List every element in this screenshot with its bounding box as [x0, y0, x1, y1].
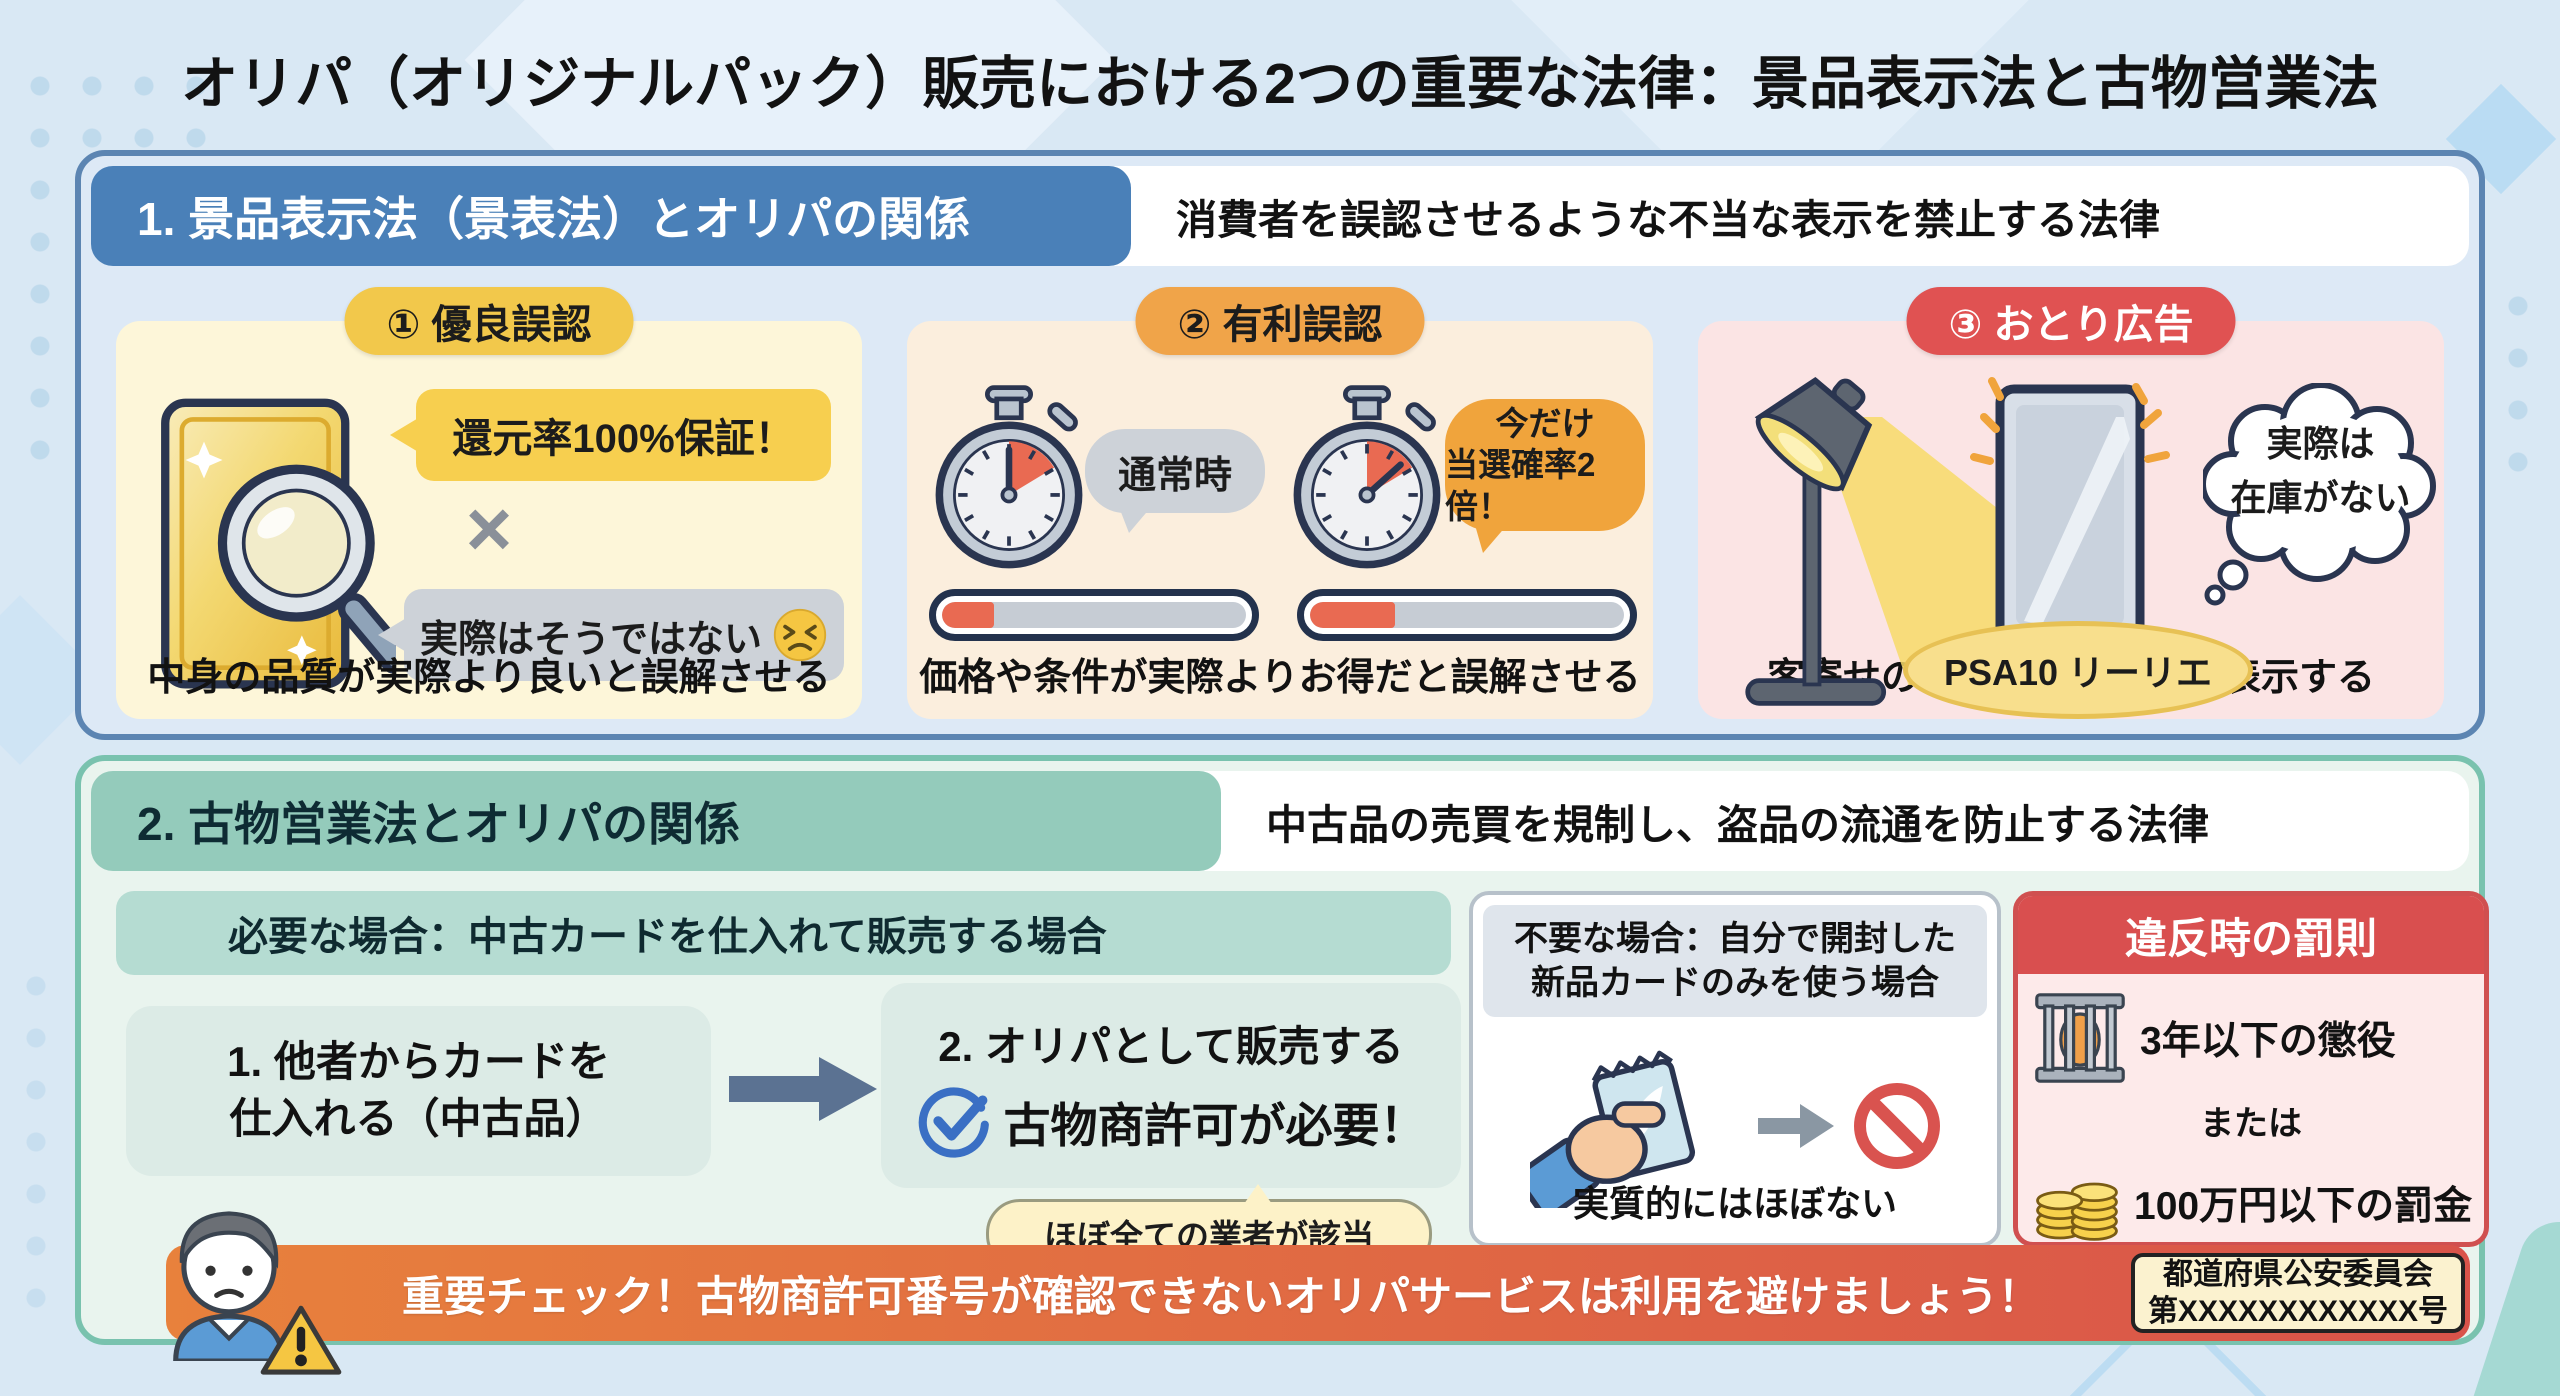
flow-arrow-icon	[729, 1057, 879, 1121]
thought-cloud: 実際は 在庫がない	[2203, 383, 2438, 608]
step2-requirement: 古物商許可が必要！	[1003, 1098, 1427, 1152]
prohibition-icon	[1854, 1082, 1940, 1169]
page-title: オリパ（オリジナルパック）販売における2つの重要な法律：景品表示法と古物営業法	[181, 52, 2379, 116]
warning-text: 重要チェック！古物商許可番号が確認できないオリパサービスは利用を避けましょう！	[402, 1272, 2041, 1320]
section2-header: 2. 古物営業法とオリパの関係 中古品の売買を規制し、盗品の流通を防止する法律	[91, 771, 2469, 871]
sad-face-icon	[773, 608, 827, 662]
x-mark: ×	[465, 484, 513, 573]
mini-arrow-icon	[1758, 1103, 1836, 1148]
panel1-caption: 中身の品質が実際より良いと誤解させる	[147, 657, 831, 699]
not-required-box: 不要な場合：自分で開封した 新品カードのみを使う場合	[1469, 891, 2001, 1247]
panel-bait-advertising: ③ おとり広告	[1698, 287, 2444, 719]
penalty-header: 違反時の罰則	[2018, 896, 2484, 974]
special-speech-bubble: 今だけ 当選確率2倍！	[1445, 399, 1645, 553]
verified-check-icon	[918, 1087, 989, 1158]
section1-subtitle: 消費者を誤認させるような不当な表示を禁止する法律	[1101, 166, 2469, 266]
special-line2: 当選確率2倍！	[1445, 446, 1596, 525]
progress-fill	[942, 602, 994, 628]
not-required-header: 不要な場合：自分で開封した 新品カードのみを使う場合	[1483, 905, 1987, 1018]
step1-line2: 仕入れる（中古品）	[229, 1095, 608, 1142]
section2-subtitle: 中古品の売買を規制し、盗品の流通を防止する法律	[1191, 771, 2469, 871]
step1-line1: 1. 他者からカードを	[227, 1038, 610, 1086]
warning-triangle-icon	[260, 1305, 342, 1375]
stopwatch-icon	[935, 385, 1083, 569]
step1-box: 1. 他者からカードを 仕入れる（中古品）	[126, 1006, 711, 1176]
hand-pack-icon	[1530, 1050, 1696, 1208]
required-case-band: 必要な場合：中古カードを仕入れて販売する場合	[116, 891, 1451, 975]
panel3-badge: ③ おとり広告	[1906, 287, 2236, 355]
panel1-badge: ① 優良誤認	[344, 287, 634, 355]
section-premiums-law: 1. 景品表示法（景表法）とオリパの関係 消費者を誤認させるような不当な表示を禁…	[75, 150, 2485, 740]
jail-icon	[2035, 993, 2125, 1083]
penalty-fine-row: 100万円以下の罰金	[2018, 1161, 2484, 1242]
thought-cloud-shape	[2203, 383, 2436, 606]
section2-heading: 2. 古物営業法とオリパの関係	[91, 771, 1221, 871]
license-badge-line2: 第XXXXXXXXXXXX号	[2147, 1295, 2449, 1328]
warning-bar: 重要チェック！古物商許可番号が確認できないオリパサービスは利用を避けましょう！	[166, 1245, 2470, 1341]
normal-speech-bubble: 通常時	[1085, 429, 1265, 533]
thought-text: 実際は 在庫がない	[2203, 417, 2438, 525]
thought-line2: 在庫がない	[2230, 477, 2411, 518]
spotlight-lamp-icon	[1745, 376, 1887, 706]
coins-icon	[2036, 1182, 2118, 1241]
step2-requirement-row: 古物商許可が必要！	[916, 1084, 1427, 1158]
step2-title: 2. オリパとして販売する	[938, 1023, 1404, 1070]
section1-header: 1. 景品表示法（景表法）とオリパの関係 消費者を誤認させるような不当な表示を禁…	[91, 166, 2469, 266]
product-card-icon	[1970, 377, 2170, 646]
license-badge-line1: 都道府県公安委員会	[2163, 1257, 2433, 1291]
reality-speech-bubble: 実際はそうではない	[378, 589, 844, 681]
progress-fill	[1310, 602, 1395, 628]
panel-misleading-advantage: ② 有利誤認	[907, 287, 1653, 719]
panel-misleading-quality: ① 優良誤認 還元率100%保証！	[116, 287, 862, 719]
panel2-badge: ② 有利誤認	[1135, 287, 1425, 355]
claim-speech-bubble: 還元率100%保証！	[390, 389, 831, 481]
special-line1: 今だけ	[1495, 405, 1595, 443]
not-required-caption: 実質的にはほぼない	[1572, 1183, 1897, 1224]
section1-heading: 1. 景品表示法（景表法）とオリパの関係	[91, 166, 1131, 266]
penalty-or: または	[2200, 1105, 2302, 1143]
penalty-box: 違反時の罰則 3年以下の懲役 または	[2013, 891, 2489, 1247]
progress-bar-normal	[929, 589, 1259, 641]
panel2-caption: 価格や条件が実際よりお得だと誤解させる	[919, 657, 1641, 699]
progress-bar-special	[1297, 589, 1637, 641]
not-required-header-line1: 不要な場合：自分で開封した	[1514, 920, 1956, 958]
not-required-illustration	[1473, 1043, 1997, 1208]
penalty-imprisonment-row: 3年以下の懲役	[2018, 990, 2484, 1086]
thought-line1: 実際は	[2266, 423, 2375, 464]
section1-panels: ① 優良誤認 還元率100%保証！	[116, 287, 2444, 719]
product-label: PSA10 リーリエ	[1903, 621, 2253, 719]
not-required-header-line2: 新品カードのみを使う場合	[1531, 964, 1939, 1003]
stopwatch-icon	[1293, 385, 1441, 569]
penalty-imprisonment: 3年以下の懲役	[2140, 1020, 2396, 1063]
license-number-badge: 都道府県公安委員会 第XXXXXXXXXXXX号	[2131, 1253, 2465, 1333]
penalty-fine: 100万円以下の罰金	[2134, 1185, 2473, 1228]
reality-text: 実際はそうではない	[419, 618, 762, 661]
gold-card-magnifier-icon	[161, 398, 396, 689]
step2-box: 2. オリパとして販売する 古物商許可が必要！	[881, 983, 1461, 1188]
section-secondhand-law: 2. 古物営業法とオリパの関係 中古品の売買を規制し、盗品の流通を防止する法律 …	[75, 755, 2489, 1375]
worried-person-icon	[173, 1211, 285, 1361]
